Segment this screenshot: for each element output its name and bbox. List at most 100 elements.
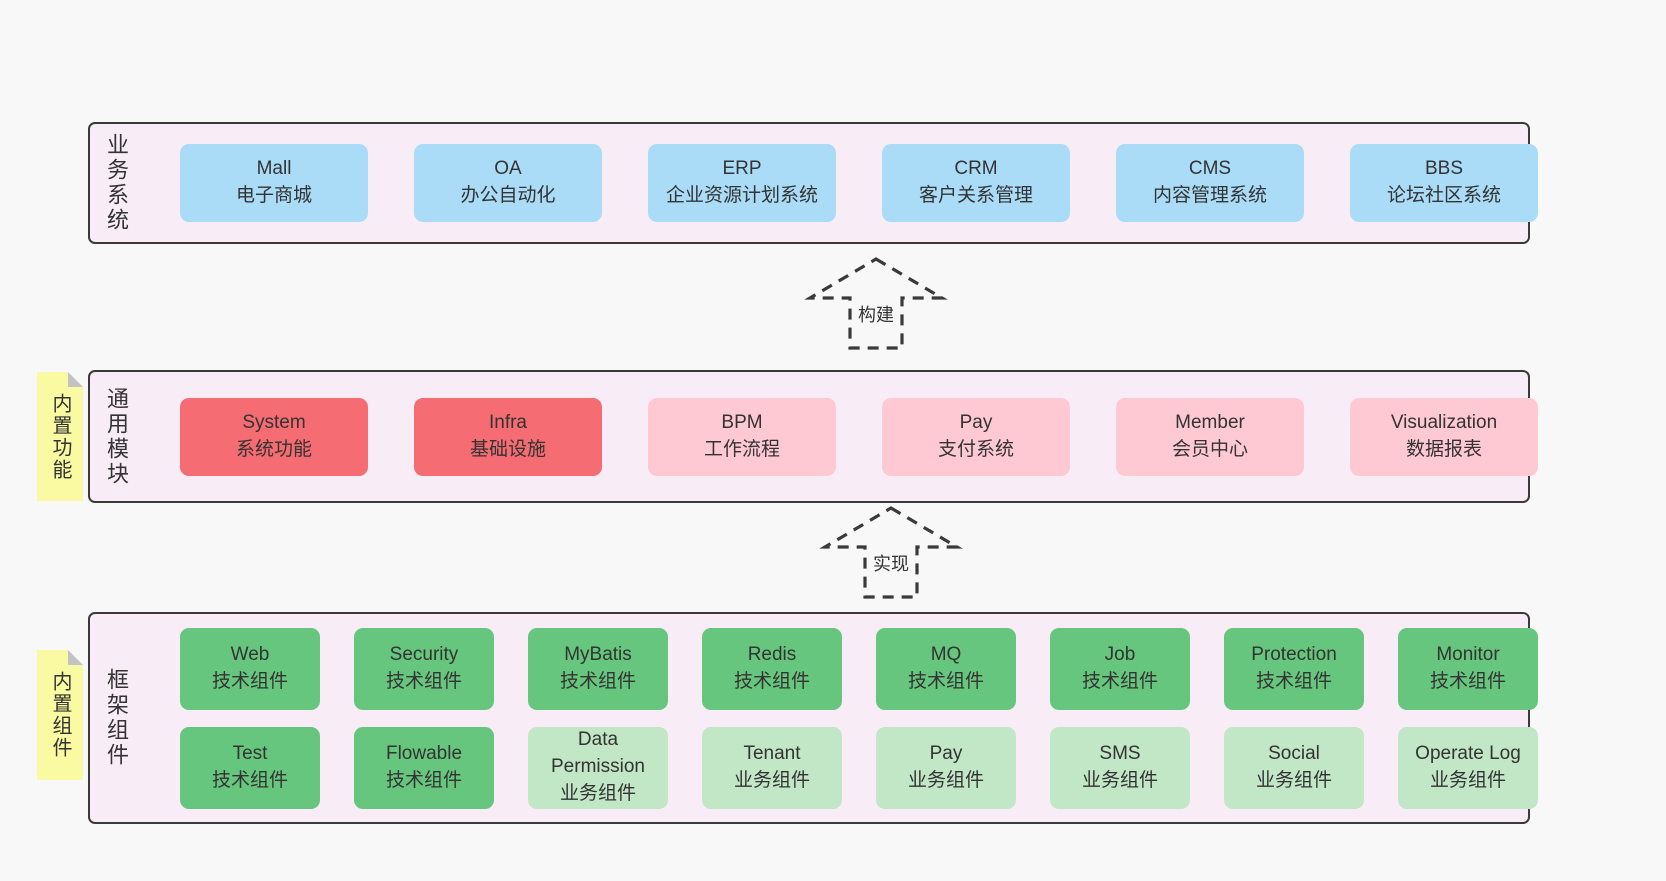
box-title: CMS: [1188, 158, 1232, 180]
box-title: Operate Log: [1415, 742, 1521, 764]
box-mybatis: MyBatis 技术组件: [528, 627, 668, 710]
box-subtitle: 系统功能: [235, 438, 312, 460]
note-text: 内置功能: [49, 392, 71, 481]
box-subtitle: 办公自动化: [460, 185, 556, 206]
box-subtitle: 技术组件: [1255, 670, 1332, 692]
box-subtitle: 基础设施: [469, 438, 546, 460]
box-flowable: Flowable 技术组件: [354, 726, 494, 809]
box-title: Security: [389, 643, 459, 665]
box-bpm: BPM 工作流程: [648, 397, 836, 476]
box-subtitle: 业务组件: [733, 769, 810, 791]
box-pay-component: Pay 业务组件: [876, 726, 1016, 809]
box-subtitle: 业务组件: [559, 782, 636, 804]
box-visualization: Visualization 数据报表: [1350, 397, 1538, 476]
box-redis: Redis 技术组件: [702, 627, 842, 710]
box-mq: MQ 技术组件: [876, 627, 1016, 710]
box-title: Web: [230, 643, 270, 665]
box-mall: Mall 电子商城: [180, 144, 368, 222]
box-operate-log: Operate Log 业务组件: [1398, 726, 1538, 809]
box-monitor: Monitor 技术组件: [1398, 627, 1538, 710]
band-label-framework-components: 框架组件: [104, 668, 129, 768]
band-label-business-systems: 业务系统: [104, 133, 129, 233]
box-title: CRM: [954, 158, 998, 180]
box-subtitle: 论坛社区系统: [1386, 185, 1501, 206]
box-subtitle: 业务组件: [907, 769, 984, 791]
arrow-build-label: 构建: [855, 300, 897, 328]
band-business-systems: 业务系统 Mall 电子商城 OA 办公自动化 ERP 企业资源计划系统 CRM…: [88, 122, 1538, 244]
component-row-2: Test 技术组件 Flowable 技术组件 Data Permission …: [180, 726, 1538, 809]
box-title: OA: [494, 158, 522, 180]
box-title: Visualization: [1390, 411, 1498, 433]
box-security: Security 技术组件: [354, 627, 494, 710]
arrow-implement: 实现: [816, 505, 966, 600]
box-title: Pay: [929, 742, 963, 764]
box-subtitle: 业务组件: [1255, 769, 1332, 791]
component-grid: Web 技术组件 Security 技术组件 MyBatis 技术组件 Redi…: [140, 627, 1538, 809]
box-title: Member: [1175, 411, 1245, 433]
box-subtitle: 技术组件: [1081, 670, 1158, 692]
component-row-1: Web 技术组件 Security 技术组件 MyBatis 技术组件 Redi…: [180, 627, 1538, 710]
box-subtitle: 内容管理系统: [1152, 185, 1267, 206]
box-subtitle: 技术组件: [211, 670, 288, 692]
box-title: Infra: [488, 411, 528, 433]
box-subtitle: 支付系统: [937, 438, 1014, 460]
box-protection: Protection 技术组件: [1224, 627, 1364, 710]
box-subtitle: 技术组件: [385, 769, 462, 791]
box-title: Test: [232, 742, 268, 764]
box-subtitle: 数据报表: [1405, 438, 1482, 460]
box-cms: CMS 内容管理系统: [1116, 144, 1304, 222]
box-data-permission: Data Permission 业务组件: [528, 726, 668, 809]
box-subtitle: 技术组件: [211, 769, 288, 791]
note-builtin-features: 内置功能: [37, 372, 83, 501]
box-title: Social: [1268, 742, 1320, 764]
note-text: 内置组件: [49, 671, 71, 759]
box-title: ERP: [722, 158, 762, 180]
box-title: Flowable: [385, 742, 463, 764]
box-title: System: [242, 411, 306, 433]
box-subtitle: 技术组件: [733, 670, 810, 692]
module-boxes: System 系统功能 Infra 基础设施 BPM 工作流程 Pay 支付系统…: [140, 397, 1538, 476]
box-subtitle: 客户关系管理: [918, 185, 1033, 206]
box-title: Redis: [747, 643, 797, 665]
box-title: SMS: [1099, 742, 1141, 764]
band-framework-components: 框架组件 Web 技术组件 Security 技术组件 MyBatis 技术组件…: [88, 612, 1538, 824]
box-subtitle: 会员中心: [1171, 438, 1248, 460]
box-subtitle: 业务组件: [1429, 769, 1506, 791]
box-crm: CRM 客户关系管理: [882, 144, 1070, 222]
box-title: Data Permission: [551, 729, 645, 778]
band-label-common-modules: 通用模块: [104, 386, 129, 487]
box-subtitle: 业务组件: [1081, 769, 1158, 791]
box-job: Job 技术组件: [1050, 627, 1190, 710]
box-title: Tenant: [743, 742, 801, 764]
box-subtitle: 企业资源计划系统: [665, 185, 818, 206]
note-builtin-components: 内置组件: [37, 650, 83, 780]
box-pay: Pay 支付系统: [882, 397, 1070, 476]
arrow-implement-label: 实现: [870, 549, 912, 577]
box-subtitle: 技术组件: [385, 670, 462, 692]
band-common-modules: 通用模块 System 系统功能 Infra 基础设施 BPM 工作流程 Pay…: [88, 370, 1538, 503]
business-boxes: Mall 电子商城 OA 办公自动化 ERP 企业资源计划系统 CRM 客户关系…: [140, 144, 1538, 222]
box-title: Mall: [256, 158, 292, 180]
box-subtitle: 技术组件: [907, 670, 984, 692]
box-web: Web 技术组件: [180, 627, 320, 710]
box-subtitle: 工作流程: [703, 438, 780, 460]
box-title: Pay: [959, 411, 993, 433]
box-system: System 系统功能: [180, 397, 368, 476]
box-oa: OA 办公自动化: [414, 144, 602, 222]
box-infra: Infra 基础设施: [414, 397, 602, 476]
arrow-build: 构建: [801, 256, 951, 351]
box-erp: ERP 企业资源计划系统: [648, 144, 836, 222]
box-title: MQ: [930, 643, 962, 665]
box-title: Protection: [1251, 643, 1337, 665]
box-title: BBS: [1424, 158, 1464, 180]
box-subtitle: 技术组件: [1429, 670, 1506, 692]
box-title: BPM: [721, 411, 763, 433]
box-title: MyBatis: [564, 643, 632, 665]
box-title: Job: [1104, 643, 1136, 665]
box-tenant: Tenant 业务组件: [702, 726, 842, 809]
box-subtitle: 电子商城: [235, 185, 312, 206]
box-social: Social 业务组件: [1224, 726, 1364, 809]
box-sms: SMS 业务组件: [1050, 726, 1190, 809]
box-title: Monitor: [1436, 643, 1500, 665]
box-test: Test 技术组件: [180, 726, 320, 809]
